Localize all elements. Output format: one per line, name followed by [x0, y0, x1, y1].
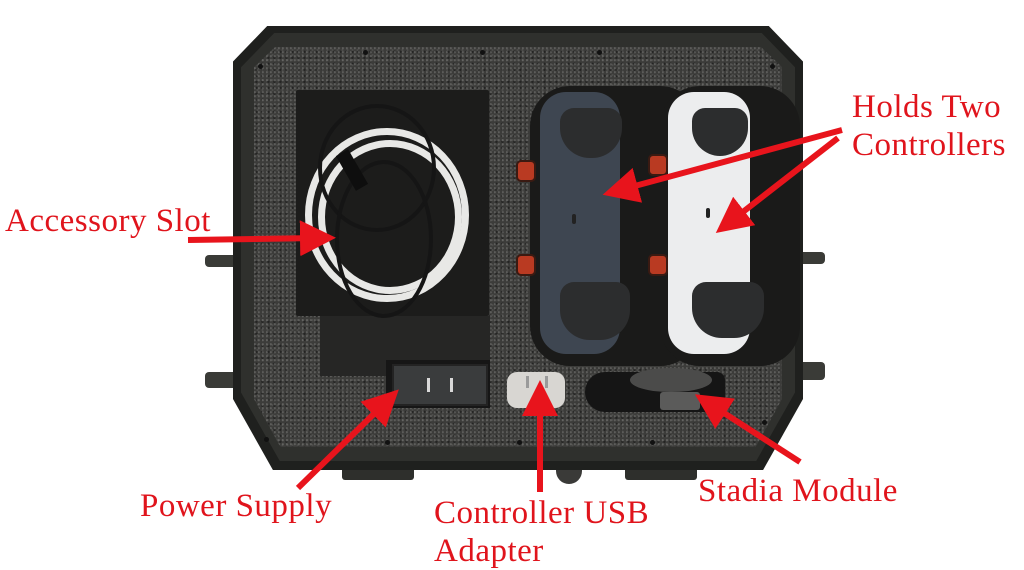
label-line: Adapter	[434, 533, 544, 569]
stadia-module-cable	[660, 392, 700, 410]
white-controller-grip-bottom	[692, 282, 764, 338]
rim-screw	[770, 64, 775, 69]
rim-screw	[517, 440, 522, 445]
label-holds-two-controllers: Holds Two Controllers	[852, 88, 1006, 164]
dark-controller-red-button	[516, 160, 536, 182]
stadia-module	[630, 368, 712, 392]
power-supply-prong	[450, 378, 453, 392]
dark-controller-usb-port	[572, 214, 576, 224]
usb-adapter-prong	[545, 376, 548, 388]
label-line: Accessory Slot	[5, 203, 211, 239]
left-handle-bottom	[205, 372, 241, 388]
rim-screw	[762, 420, 767, 425]
controller-usb-adapter	[507, 372, 565, 408]
rim-screw	[264, 437, 269, 442]
rim-screw	[258, 64, 263, 69]
label-line: Controllers	[852, 127, 1006, 163]
label-line: Holds Two	[852, 89, 1002, 125]
label-line: Power Supply	[140, 488, 333, 524]
right-handle-top	[797, 252, 825, 264]
left-handle-top	[205, 255, 241, 267]
power-supply-prong	[427, 378, 430, 392]
usb-adapter-prong	[526, 376, 529, 388]
power-supply	[392, 364, 488, 406]
dark-controller-grip-top	[560, 108, 622, 158]
right-handle-bottom	[797, 362, 825, 380]
white-controller-usb-port	[706, 208, 710, 218]
label-line: Controller USB	[434, 495, 650, 531]
label-stadia-module: Stadia Module	[698, 472, 898, 510]
rim-screw	[480, 50, 485, 55]
black-cable-coil	[335, 160, 433, 318]
rim-screw	[597, 50, 602, 55]
dark-controller-red-button	[516, 254, 536, 276]
rim-screw	[385, 440, 390, 445]
white-controller-red-button	[648, 254, 668, 276]
label-power-supply: Power Supply	[140, 487, 332, 525]
rim-screw	[650, 440, 655, 445]
label-accessory-slot: Accessory Slot	[5, 202, 211, 240]
rim-screw	[363, 50, 368, 55]
label-controller-usb-adapter: Controller USB Adapter	[434, 494, 649, 570]
white-controller-red-button	[648, 154, 668, 176]
dark-controller-grip-bottom	[560, 282, 630, 340]
label-line: Stadia Module	[698, 473, 898, 509]
